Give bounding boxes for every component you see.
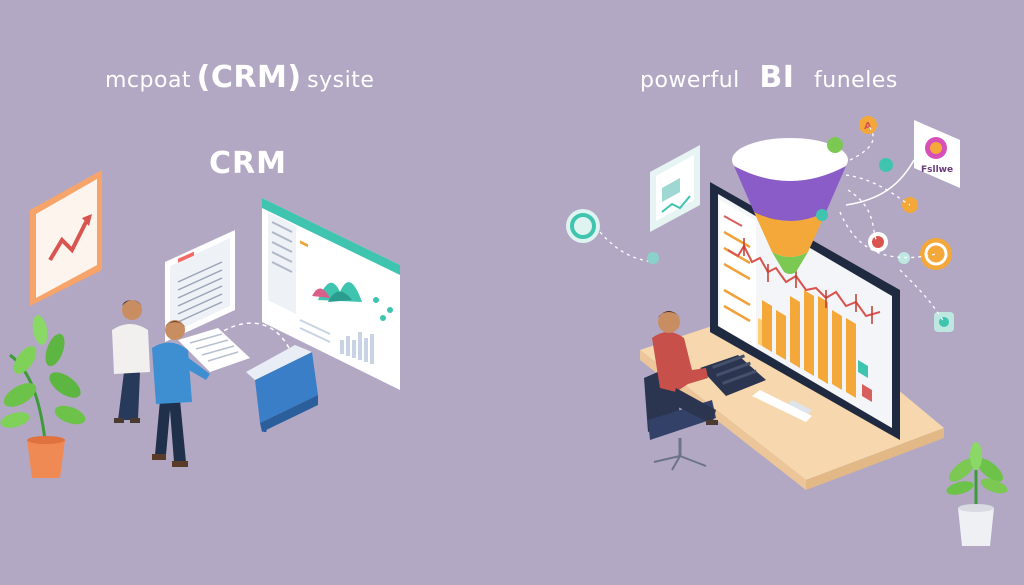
- leaf-icon: [827, 137, 843, 153]
- left-heading-pre: mcpoat: [105, 68, 192, 93]
- floating-icons: A: [816, 116, 954, 332]
- person-standing-blue-shirt: [152, 320, 210, 467]
- right-heading: powerful BI funeles: [640, 60, 898, 95]
- potted-plant-left: [0, 315, 86, 478]
- right-heading-main: BI: [759, 60, 795, 95]
- wall-chart-frame: [30, 170, 102, 306]
- monitor: [710, 182, 900, 440]
- document-panel: [165, 230, 235, 342]
- blue-chair: [246, 345, 318, 432]
- right-heading-pre: powerful: [640, 68, 740, 93]
- sales-funnel: [732, 138, 848, 274]
- teal-dot-icon: [816, 209, 828, 221]
- crm-label: CRM: [209, 146, 287, 181]
- badge-text: Fsllwe: [921, 165, 953, 175]
- left-heading-main: (CRM): [196, 60, 302, 95]
- person-standing-left: [112, 300, 150, 423]
- floating-chart-card: [650, 145, 700, 232]
- badge-card: Fsllwe: [914, 120, 960, 188]
- ring-icon-left: [566, 209, 600, 243]
- bulb-icon: [879, 158, 893, 172]
- letter-a-icon: [859, 116, 877, 134]
- small-dot-icon: [647, 252, 659, 264]
- svg-text:A: A: [864, 121, 872, 132]
- person-seated: [644, 311, 718, 471]
- left-heading: mcpoat (CRM) sysite: [105, 60, 374, 95]
- badge-connector: [845, 159, 915, 206]
- crm-dashboard-panel: [262, 198, 400, 390]
- keyboard: [700, 354, 766, 396]
- left-heading-post: sysite: [307, 68, 375, 93]
- right-heading-post: funeles: [814, 68, 898, 93]
- potted-plant-right: [946, 442, 1008, 546]
- small-circle-icon: [898, 252, 910, 264]
- clipboard-tablet: [178, 328, 250, 372]
